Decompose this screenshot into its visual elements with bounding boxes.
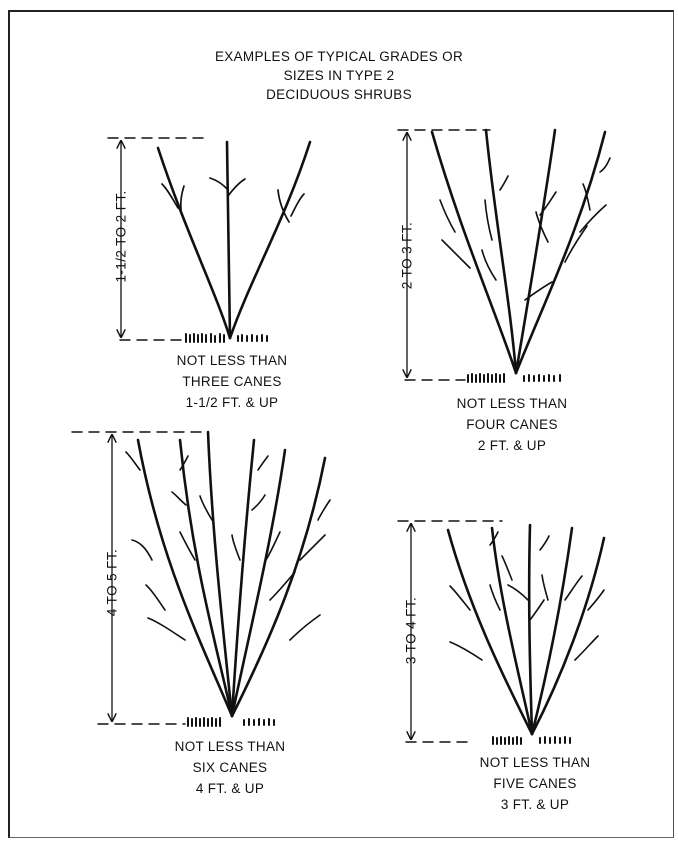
figure-title-line-2: SIZES IN TYPE 2 xyxy=(283,68,395,83)
caption-line: 3 FT. & UP xyxy=(500,797,570,812)
branches xyxy=(125,451,331,641)
caption-line: 4 FT. & UP xyxy=(195,781,265,796)
branches xyxy=(439,157,611,301)
shrub-three-canes xyxy=(107,137,312,343)
caption-line: NOT LESS THAN xyxy=(174,739,286,754)
canes xyxy=(156,140,312,340)
caption-line: FOUR CANES xyxy=(466,417,558,432)
ground-hatch xyxy=(467,373,561,383)
caption-four-canes: NOT LESS THAN FOUR CANES 2 FT. & UP xyxy=(432,393,592,456)
height-label-five-canes: 3 TO 4 FT. xyxy=(403,596,419,665)
branches xyxy=(449,531,605,661)
ground-hatch xyxy=(185,333,268,343)
height-label-six-canes: 4 TO 5 FT. xyxy=(104,548,120,617)
branches xyxy=(161,177,305,223)
caption-six-canes: NOT LESS THAN SIX CANES 4 FT. & UP xyxy=(150,736,310,799)
figure-title-line-3: DECIDUOUS SHRUBS xyxy=(266,87,412,102)
shrub-five-canes xyxy=(397,520,606,745)
caption-line: FIVE CANES xyxy=(493,776,577,791)
caption-line: 2 FT. & UP xyxy=(477,438,547,453)
caption-line: 1-1/2 FT. & UP xyxy=(185,395,279,410)
ground-hatch xyxy=(187,717,275,727)
caption-line: THREE CANES xyxy=(182,374,282,389)
shrub-six-canes xyxy=(71,430,331,727)
caption-line: NOT LESS THAN xyxy=(479,755,591,770)
canes xyxy=(430,128,607,375)
caption-line: NOT LESS THAN xyxy=(176,353,288,368)
canes xyxy=(136,430,327,718)
caption-line: NOT LESS THAN xyxy=(456,396,568,411)
figure-title-line-1: EXAMPLES OF TYPICAL GRADES OR xyxy=(214,49,463,64)
shrub-four-canes xyxy=(397,128,611,383)
ground-hatch xyxy=(492,736,571,745)
canes xyxy=(446,523,606,736)
caption-line: SIX CANES xyxy=(192,760,268,775)
height-label-three-canes: 1-1/2 TO 2 FT. xyxy=(113,190,129,283)
caption-five-canes: NOT LESS THAN FIVE CANES 3 FT. & UP xyxy=(455,752,615,815)
height-label-four-canes: 2 TO 3 FT. xyxy=(399,221,415,290)
caption-three-canes: NOT LESS THAN THREE CANES 1-1/2 FT. & UP xyxy=(152,350,312,413)
figure-border xyxy=(8,10,674,838)
